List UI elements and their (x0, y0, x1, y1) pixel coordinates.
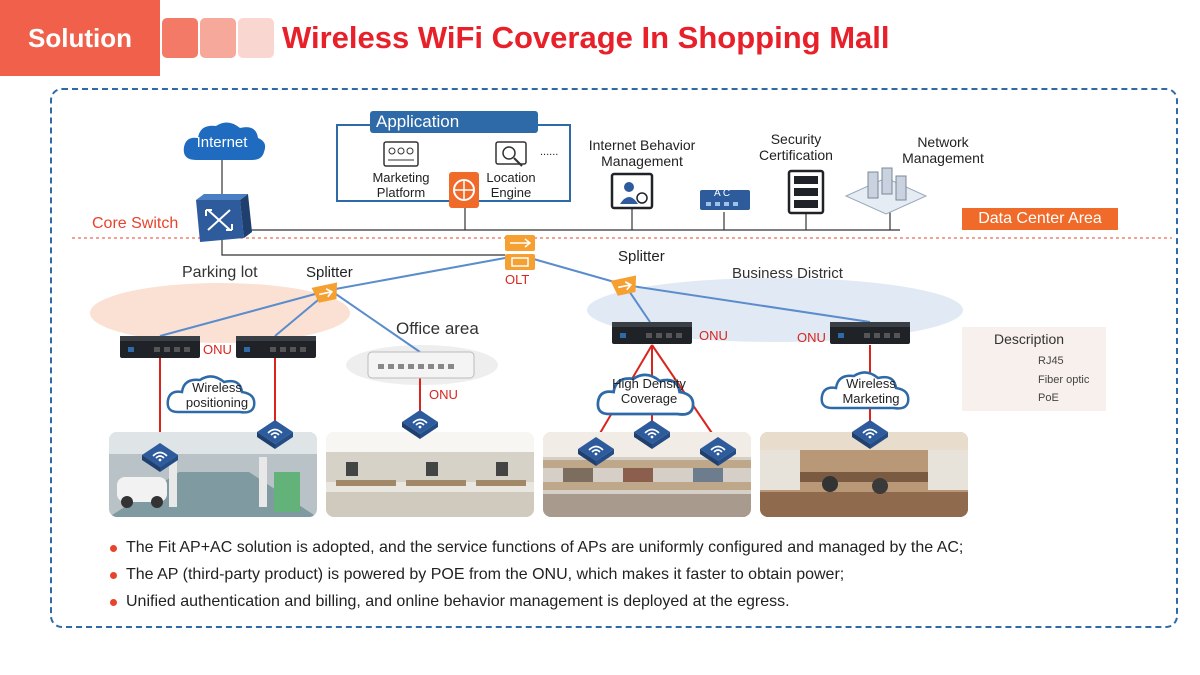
diagram-frame (50, 88, 1178, 628)
section-tab: Solution (0, 0, 160, 76)
marketing-platform-label: Marketing Platform (372, 170, 430, 200)
decor-chip-2 (200, 18, 236, 58)
description-legend (962, 327, 1106, 411)
legend-rj45-label: RJ45 (1038, 355, 1064, 367)
security-server-icon (787, 169, 825, 215)
location-engine-label: Location Engine (486, 170, 536, 200)
olt-label: OLT (505, 272, 530, 287)
wireless-positioning-label: Wireless positioning (185, 380, 249, 410)
office-area-photo (326, 432, 534, 517)
network-management-label: Network Management (902, 134, 984, 166)
core-switch-icon (196, 194, 252, 242)
behavior-management-icon (610, 172, 654, 210)
fiber-lines (159, 257, 871, 353)
application-more: ...... (540, 146, 559, 158)
decor-chip-1 (162, 18, 198, 58)
ac-label: A C (714, 188, 731, 199)
ap-business-3 (699, 436, 737, 467)
page-title: Wireless WiFi Coverage In Shopping Mall (282, 20, 890, 55)
legend-fiber-label: Fiber optic (1038, 374, 1090, 386)
data-center-area-label: Data Center Area (962, 208, 1118, 230)
onu-label-parking: ONU (203, 342, 232, 357)
ac-controller-icon (700, 190, 750, 210)
splitter-right-label: Splitter (618, 248, 665, 265)
legend-poe-label: PoE (1038, 392, 1059, 404)
bullet-item: Unified authentication and billing, and … (110, 591, 963, 618)
olt-icon (505, 235, 535, 270)
parking-lot-label: Parking lot (182, 264, 258, 281)
description-title: Description (994, 331, 1065, 347)
splitter-left-label: Splitter (306, 264, 353, 281)
location-engine-icon (495, 141, 527, 167)
application-title: Application (370, 111, 538, 133)
decor-chip-3 (238, 18, 274, 58)
onu-label-office: ONU (429, 387, 458, 402)
network-management-icon (844, 167, 928, 215)
office-area-label: Office area (396, 319, 479, 338)
internet-cloud (183, 122, 266, 160)
behavior-management-label: Internet Behavior Management (588, 137, 696, 169)
ap-business-1 (577, 436, 615, 467)
security-certification-label: Security Certification (759, 131, 833, 163)
high-density-coverage-label: High Density Coverage (612, 376, 686, 406)
ap-parking-2 (256, 419, 294, 450)
core-switch-label: Core Switch (92, 215, 179, 232)
onu-office-icon (367, 351, 475, 379)
ap-parking-1 (141, 442, 179, 473)
onu-label-business-1: ONU (699, 328, 728, 343)
wireless-marketing-label: Wireless Marketing (842, 376, 900, 406)
internet-label: Internet (196, 134, 248, 151)
onu-label-business-2: ONU (797, 330, 826, 345)
business-district-label: Business District (732, 265, 843, 282)
ap-cafe (851, 419, 889, 450)
marketing-platform-icon (383, 141, 419, 167)
bullet-item: The Fit AP+AC solution is adopted, and t… (110, 537, 963, 564)
firewall-icon (449, 172, 479, 208)
bullet-item: The AP (third-party product) is powered … (110, 564, 963, 591)
ap-office (401, 409, 439, 440)
ap-business-2 (633, 419, 671, 450)
bullet-list: The Fit AP+AC solution is adopted, and t… (110, 537, 963, 618)
